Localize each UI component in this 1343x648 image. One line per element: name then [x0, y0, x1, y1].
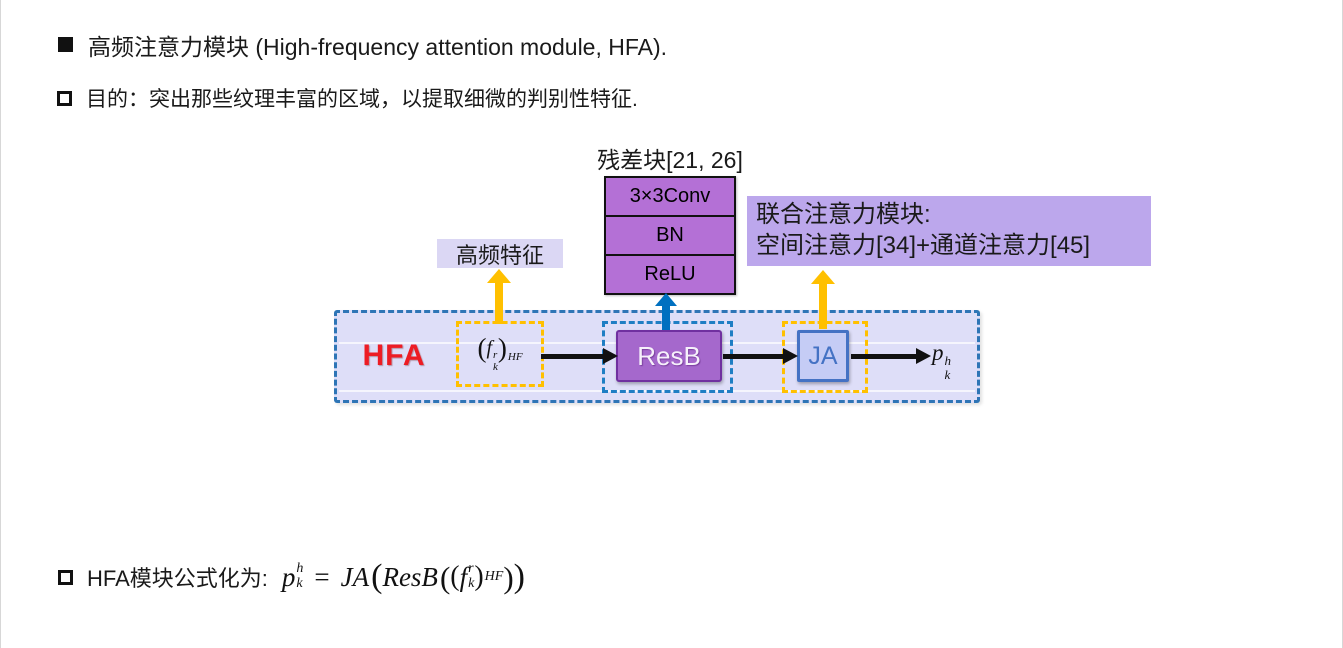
arrow-up-joint-attention-icon [811, 270, 835, 329]
joint-attention-line1: 联合注意力模块: [756, 201, 931, 228]
purpose-text: 目的：突出那些纹理丰富的区域，以提取细微的判别性特征. [86, 88, 638, 111]
joint-attention-label: 联合注意力模块: 空间注意力[34]+通道注意力[45] [747, 196, 1151, 266]
stack-row-conv: 3×3Conv [629, 185, 711, 207]
bullet-line-hfa-title: 高频注意力模块 (High-frequency attention module… [58, 34, 667, 60]
hfa-title-text: 高频注意力模块 (High-frequency attention module… [88, 34, 668, 60]
outline-square-bullet-icon [58, 570, 73, 585]
arrow-input-to-resb-icon [541, 348, 618, 364]
joint-attention-line2: 空间注意力[34]+通道注意力[45] [756, 232, 1091, 259]
formula-label: HFA模块公式化为: [87, 566, 268, 591]
hfa-module-title: HFA [362, 339, 426, 372]
resb-block: ResB [616, 330, 722, 382]
residual-block-caption: 残差块[21, 26] [597, 147, 743, 173]
filled-square-bullet-icon [58, 37, 73, 52]
hf-feature-label: 高频特征 [437, 239, 563, 268]
residual-block-stack: 3×3Conv BN ReLU [604, 176, 736, 295]
arrow-ja-to-output-icon [851, 348, 931, 364]
stack-row-bn: BN [606, 215, 734, 254]
arrow-resb-to-ja-icon [723, 348, 798, 364]
stack-row-relu: ReLU [606, 254, 734, 293]
slide-left-edge [0, 0, 1, 648]
arrow-up-residual-block-icon [655, 293, 677, 330]
arrow-up-hf-feature-icon [487, 269, 511, 324]
bullet-line-purpose: 目的：突出那些纹理丰富的区域，以提取细微的判别性特征. [57, 87, 638, 112]
ja-block: JA [797, 330, 849, 382]
outline-square-bullet-icon [57, 91, 72, 106]
